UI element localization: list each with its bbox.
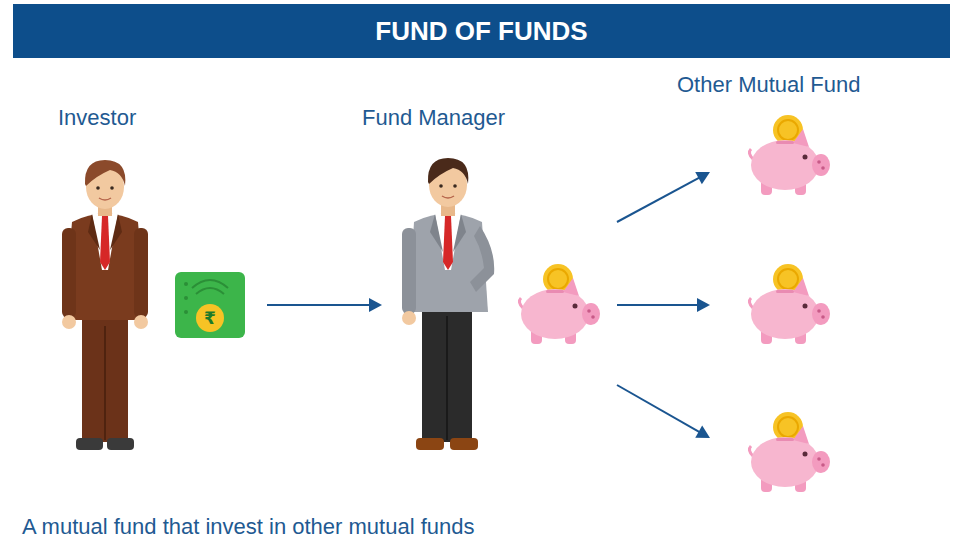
figure-node: Investor [40,105,255,455]
arrow-line [617,385,701,433]
title-bar: FUND OF FUNDS [13,4,950,58]
investor-figure [62,160,148,450]
money-icon [175,272,245,338]
figure-node: Fund Manager [360,105,605,455]
arrow-connector [617,172,710,222]
piggy-bank [749,264,830,344]
arrowhead [369,298,382,312]
arrow-line [617,304,700,306]
fund-manager-figure [402,158,494,450]
node-heading: Other Mutual Fund [677,72,860,98]
node-heading: Fund Manager [362,105,505,131]
node-heading: Investor [58,105,136,131]
piggy-bank [749,115,830,195]
figure-node: Other Mutual Fund [712,72,902,502]
piggy-bank [749,412,830,492]
currency-symbol: ₹ [204,310,216,327]
arrowhead [697,298,710,312]
arrow-line [267,304,372,306]
arrowhead [695,172,710,184]
arrow-connector [617,298,710,312]
arrowhead [695,425,710,438]
piggy-bank [519,264,600,344]
arrow-connector [617,385,710,438]
caption: A mutual fund that invest in other mutua… [22,514,475,540]
arrow-connector [267,298,382,312]
arrow-line [617,177,701,222]
